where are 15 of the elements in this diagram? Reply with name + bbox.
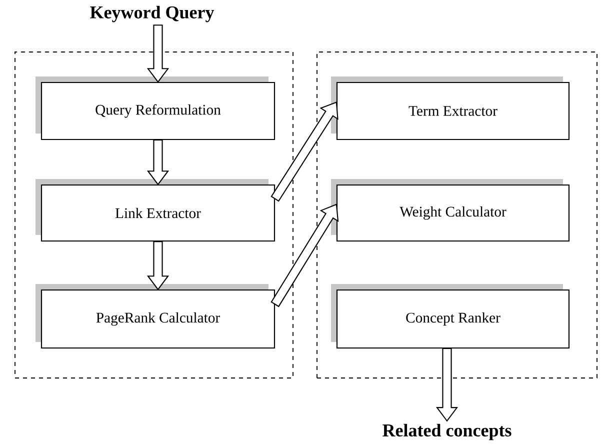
- heading-text: Related concepts: [382, 424, 512, 440]
- block-arrow: [436, 348, 458, 422]
- block-arrow: [146, 241, 170, 290]
- heading-text: Keyword Query: [90, 6, 214, 22]
- process-box: Term Extractor: [331, 76, 570, 140]
- process-box: PageRank Calculator: [36, 284, 276, 349]
- process-box: Query Reformulation: [36, 76, 276, 140]
- block-arrow: [270, 102, 338, 202]
- block-arrow: [146, 24, 170, 83]
- process-box: Link Extractor: [36, 179, 276, 242]
- group-frame: [14, 52, 294, 378]
- process-box: Concept Ranker: [331, 284, 570, 349]
- process-box: Weight Calculator: [331, 179, 570, 242]
- group-frame: [316, 52, 598, 378]
- block-arrow: [146, 140, 170, 186]
